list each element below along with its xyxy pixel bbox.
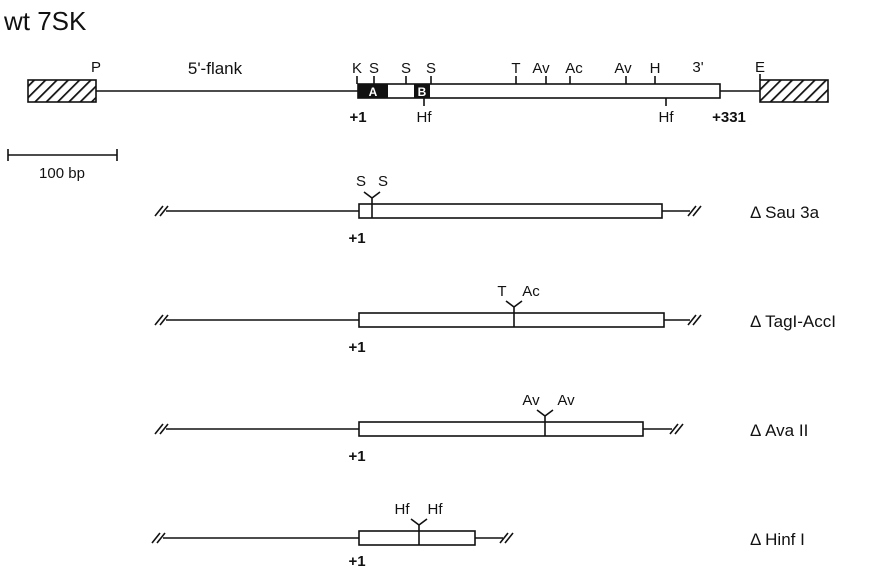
site-label: T [511, 60, 520, 77]
break-mark-left [154, 423, 169, 435]
bottom-restriction-sites: Hf Hf [417, 98, 675, 126]
gene-body-box [357, 83, 721, 99]
junction-site-left: T [497, 283, 506, 300]
left-flanking-vector [27, 79, 97, 103]
site-label: Av [532, 60, 550, 77]
break-mark-left [154, 205, 169, 217]
plus1-label: +1 [348, 230, 365, 247]
deletion-construct-avaii: Av Av +1 Δ Ava II [154, 392, 808, 465]
break-mark-right [687, 205, 702, 217]
site-label: H [650, 60, 661, 77]
construct-name: Δ Ava II [750, 421, 808, 440]
box-a-label: A [369, 85, 378, 99]
wild-type-map: A B P 5'-flank 3' E K S S S T Av Ac Av H [27, 59, 829, 126]
box-a-region [358, 84, 388, 98]
plus331-label: +331 [712, 109, 746, 126]
junction-marker [505, 300, 523, 313]
break-mark-right [687, 314, 702, 326]
box-b-label: B [418, 85, 427, 99]
plus1-label: +1 [348, 553, 365, 570]
plus1-label: +1 [349, 109, 366, 126]
junction-site-left: S [356, 173, 366, 190]
break-mark-right [669, 423, 684, 435]
plus1-label: +1 [348, 339, 365, 356]
five-prime-flank-label: 5'-flank [188, 59, 243, 78]
site-label: S [426, 60, 436, 77]
break-mark-left [154, 314, 169, 326]
junction-marker [410, 518, 428, 531]
gene-box [358, 530, 476, 546]
junction-site-left: Hf [395, 501, 411, 518]
construct-name: Δ Sau 3a [750, 203, 820, 222]
scale-bar: 100 bp [7, 149, 118, 182]
construct-name: Δ TagI-AccI [750, 312, 836, 331]
box-b-region [414, 84, 430, 98]
junction-site-left: Av [522, 392, 540, 409]
three-prime-label: 3' [692, 59, 703, 76]
junction-site-right: Hf [428, 501, 444, 518]
deletion-construct-sau3a: S S +1 Δ Sau 3a [154, 173, 820, 247]
construct-name: Δ Hinf I [750, 530, 805, 549]
junction-site-right: Av [557, 392, 575, 409]
site-label: S [401, 60, 411, 77]
break-mark-left [151, 532, 166, 544]
deletion-construct-taqi-acci: T Ac +1 Δ TagI-AccI [154, 283, 836, 356]
top-restriction-sites: K S S S T Av Ac Av H [352, 60, 660, 84]
right-flanking-vector [759, 79, 829, 103]
site-label: S [369, 60, 379, 77]
figure-title: wt 7SK [3, 6, 87, 36]
site-label: Hf [417, 109, 433, 126]
site-label: Av [614, 60, 632, 77]
end-site-label: E [755, 59, 765, 76]
scale-bar-label: 100 bp [39, 165, 85, 182]
site-label: Ac [565, 60, 583, 77]
gene-box [358, 312, 665, 328]
junction-marker [536, 409, 554, 422]
junction-site-right: Ac [522, 283, 540, 300]
site-label: Hf [659, 109, 675, 126]
junction-site-right: S [378, 173, 388, 190]
junction-marker [363, 191, 381, 204]
plus1-label: +1 [348, 448, 365, 465]
site-label: K [352, 60, 362, 77]
gene-box [358, 421, 644, 437]
promoter-site-label: P [91, 59, 101, 76]
break-mark-right [499, 532, 514, 544]
gene-box [358, 203, 663, 219]
deletion-construct-hinfi: Hf Hf +1 Δ Hinf I [151, 501, 805, 570]
